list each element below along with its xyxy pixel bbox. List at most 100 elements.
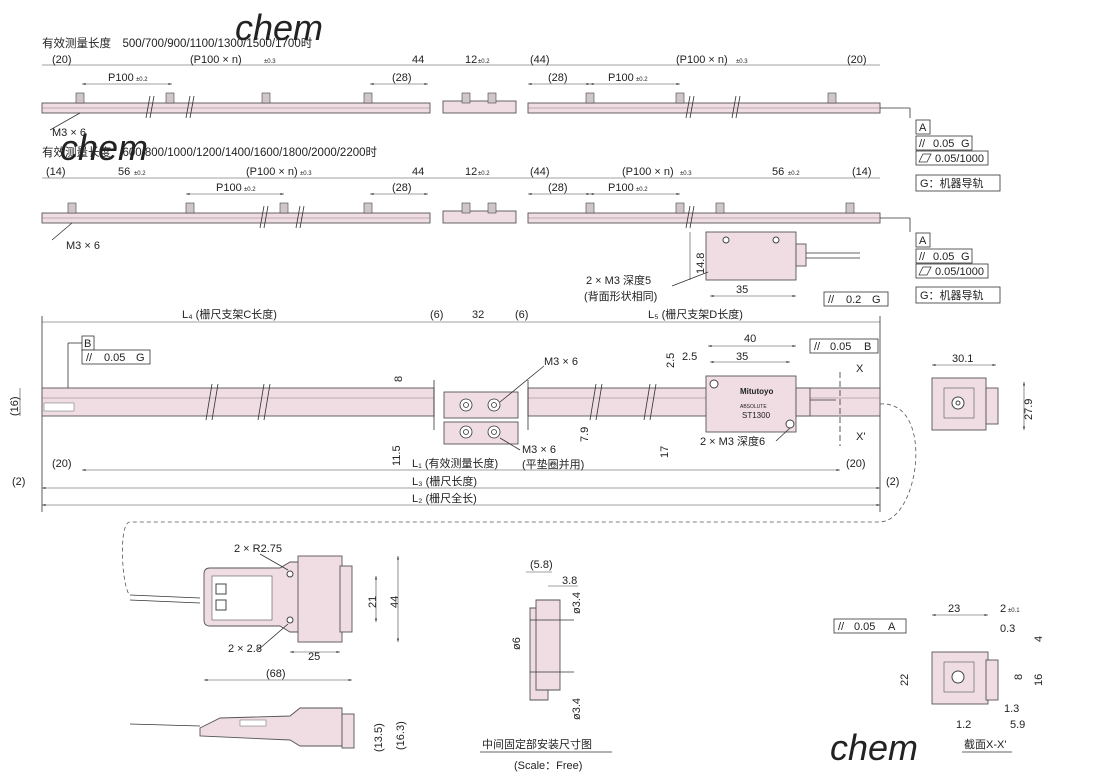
tol: ±0.3 <box>300 171 312 177</box>
dim-32: 32 <box>472 309 484 321</box>
dim-23: 23 <box>948 603 960 615</box>
dim-p100n: (P100 × n) <box>676 54 728 66</box>
tol: ±0.3 <box>264 59 276 65</box>
flatness: 0.05/1000 <box>935 266 984 278</box>
dim-phi34: ø3.4 <box>571 592 583 614</box>
dim-16: (16) <box>9 396 21 416</box>
dim-44: 44 <box>389 596 401 608</box>
dim-p100n: (P100 × n) <box>190 54 242 66</box>
dim-35: 35 <box>736 284 748 296</box>
watermark-group: chem chem chem <box>60 7 918 768</box>
port-icon <box>215 599 227 611</box>
datum-b: B <box>84 338 91 350</box>
brand-logo: Mitutoyo <box>740 387 773 396</box>
dim-p100n: (P100 × n) <box>622 166 674 178</box>
parallel-symbol: // <box>838 621 845 633</box>
dim-21: 21 <box>367 596 379 608</box>
dim-13: 1.3 <box>1004 703 1019 715</box>
head-cable-exit <box>795 387 811 417</box>
dim-8: 8 <box>1013 674 1025 680</box>
tol: ±0.2 <box>478 59 490 65</box>
dim-17: 17 <box>659 446 671 458</box>
watermark: chem <box>235 7 323 48</box>
scale-body-right <box>527 387 881 417</box>
dim-2: (2) <box>886 476 899 488</box>
section-view: // 0.05 A 23 2 ±0.1 0.3 4 8 16 22 1.3 1.… <box>833 603 1045 753</box>
tol: ±0.2 <box>788 171 800 177</box>
dim-l5: L₅ (栅尺支架D长度) <box>648 307 743 321</box>
dim-44p: (44) <box>530 54 550 66</box>
val-g: G <box>961 138 970 150</box>
val-005: 0.05 <box>830 341 851 353</box>
dim-20: (20) <box>52 54 72 66</box>
datum-a: A <box>919 235 927 247</box>
tol: ±0.2 <box>136 77 148 83</box>
sensor-head-small: 14.8 35 2 × M3 深度5 (背面形状相同) // 0.2 G <box>584 231 889 307</box>
dim-l1: L₁ (有效测量长度) <box>412 456 498 470</box>
dim-40: 40 <box>744 333 756 345</box>
parallel-symbol: // <box>828 294 835 306</box>
guide-note: G：机器导轨 <box>920 288 984 302</box>
datum-a: A <box>919 122 927 134</box>
dim-p100: P100 <box>108 72 134 84</box>
dim-2: (2) <box>12 476 25 488</box>
val-g: G <box>136 352 145 364</box>
main-assembly-view: L₄ (栅尺支架C长度) (6) 32 (6) L₅ (栅尺支架D长度) B /… <box>9 307 1035 512</box>
scale-body-left <box>41 387 435 417</box>
dim-135: (13.5) <box>373 723 385 752</box>
tolerance-frame-2: A // 0.05 G 0.05/1000 G：机器导轨 <box>915 232 1001 304</box>
screw-icon <box>75 92 837 104</box>
dim-25: 25 <box>308 651 320 663</box>
scale-view-1: 有效测量长度 500/700/900/1100/1300/1500/1700时 … <box>41 36 911 139</box>
mid-bracket <box>442 100 517 114</box>
dim-p100: P100 <box>216 182 242 194</box>
dim-r275: 2 × R2.75 <box>234 543 282 555</box>
section-caption: 截面X-X' <box>964 737 1006 751</box>
dim-44: 44 <box>412 54 424 66</box>
tol: ±0.2 <box>244 187 256 193</box>
dim-phi34: ø3.4 <box>571 698 583 720</box>
dim-4: 4 <box>1033 636 1045 642</box>
dim-22: 22 <box>899 674 911 686</box>
dim-44: 44 <box>412 166 424 178</box>
mid-block-bottom <box>443 421 519 445</box>
cable-route <box>122 403 917 596</box>
mid-bracket-view: (5.8) 3.8 ø3.4 ø6 ø3.4 中间固定部安装尺寸图 (Scale… <box>480 559 612 772</box>
dim-p100n: (P100 × n) <box>246 166 298 178</box>
tol: ±0.1 <box>1008 608 1020 614</box>
tol: ±0.2 <box>636 187 648 193</box>
tolerance-frame-1: A // 0.05 G 0.05/1000 G：机器导轨 <box>915 119 1001 192</box>
dim-20: (20) <box>847 54 867 66</box>
label-m3x6: M3 × 6 <box>544 356 578 368</box>
dim-115: 11.5 <box>391 445 403 466</box>
back-label: (背面形状相同) <box>584 289 657 303</box>
val-g: G <box>872 294 881 306</box>
end-view-rail <box>985 387 999 425</box>
hole-icon <box>459 398 501 439</box>
tol: ±0.3 <box>680 171 692 177</box>
dim-58: (5.8) <box>530 559 553 571</box>
dim-25: 2.5 <box>682 351 697 363</box>
dim-163: (16.3) <box>395 721 407 750</box>
dim-28: (28) <box>392 72 412 84</box>
val-02: 0.2 <box>846 294 861 306</box>
label-m3x6: M3 × 6 <box>52 127 86 139</box>
dim-279: 27.9 <box>1023 399 1035 420</box>
dim-20: (20) <box>846 458 866 470</box>
dim-l4: L₄ (栅尺支架C长度) <box>182 307 277 321</box>
dim-28: (28) <box>548 182 568 194</box>
datum-a: A <box>888 621 896 633</box>
mid-block-top <box>443 391 519 419</box>
dim-l3: L₃ (栅尺长度) <box>412 474 477 488</box>
guide-note: G：机器导轨 <box>920 176 984 190</box>
tol: ±0.2 <box>478 171 490 177</box>
tol: ±0.3 <box>736 59 748 65</box>
scale-note: (Scale：Free) <box>514 760 582 772</box>
dim-03: 0.3 <box>1000 623 1015 635</box>
scale-view-2: 有效测量长度 600/800/1000/1200/1400/1600/1800/… <box>41 145 911 252</box>
dim-12: 12 <box>465 166 477 178</box>
dim-28: (28) <box>548 72 568 84</box>
dim-14: (14) <box>852 166 872 178</box>
tol: ±0.2 <box>636 77 648 83</box>
